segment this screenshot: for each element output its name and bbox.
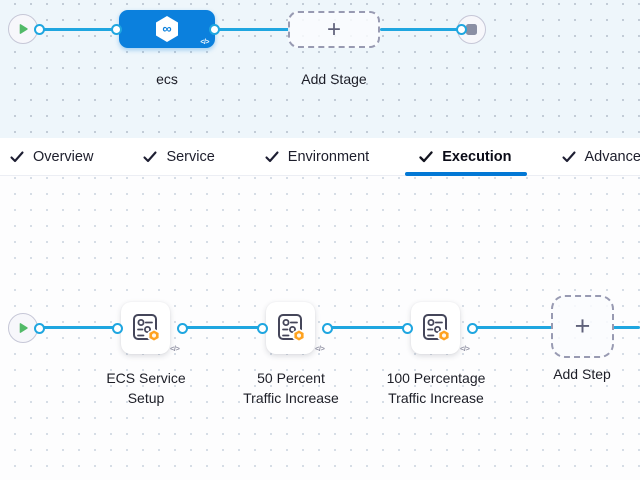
step-label-line2: Setup <box>127 390 165 406</box>
connector-port <box>321 322 333 334</box>
service-config-sliders-icon <box>276 312 306 344</box>
step-label: ECS Service Setup <box>71 368 221 408</box>
connector-port <box>33 322 45 334</box>
infinity-glyph: ∞ <box>162 21 171 36</box>
step-label-line1: 50 Percent <box>257 370 325 386</box>
connector-port <box>401 322 413 334</box>
service-config-sliders-icon <box>131 312 161 344</box>
harness-infinity-hexagon-icon: ∞ <box>154 15 180 43</box>
tab-label: Service <box>166 148 215 165</box>
plus-icon: + <box>326 15 341 43</box>
add-stage-button[interactable]: + <box>288 11 380 48</box>
edge-start-to-stage <box>38 28 118 31</box>
tab-label: Execution <box>442 148 512 165</box>
aws-orange-hexagon-badge <box>437 328 450 343</box>
step-yaml-toggle-icon[interactable]: </> <box>315 344 325 353</box>
connector-port <box>256 322 268 334</box>
tab-label: Advanced <box>584 148 640 165</box>
aws-orange-hexagon-badge <box>147 328 160 343</box>
aws-orange-hexagon-badge <box>292 328 305 343</box>
stage-node-ecs[interactable]: ∞ </> <box>119 10 215 48</box>
step-label-line1: 100 Percentage <box>386 370 486 386</box>
edge <box>472 326 552 329</box>
plus-icon: + <box>574 311 591 341</box>
add-stage-label: Add Stage <box>301 71 367 87</box>
step-label-line1: ECS Service <box>106 370 186 386</box>
step-yaml-toggle-icon[interactable]: </> <box>460 344 470 353</box>
edge <box>613 326 640 329</box>
pipeline-start-node[interactable] <box>8 14 38 44</box>
execution-start-node[interactable] <box>8 313 38 343</box>
edge-stage-to-addstage <box>214 28 290 31</box>
execution-graph-canvas[interactable]: </> ECS Service Setup </> 50 Percent <box>0 176 640 480</box>
stage-graph-canvas[interactable]: ∞ </> ecs + Add Stage <box>0 0 640 138</box>
check-icon <box>561 150 576 163</box>
add-step-label: Add Step <box>553 366 611 382</box>
tab-label: Overview <box>33 148 94 165</box>
step-yaml-toggle-icon[interactable]: </> <box>170 344 180 353</box>
play-icon <box>17 322 29 334</box>
connector-port <box>466 322 478 334</box>
service-config-sliders-icon <box>421 312 451 344</box>
active-tab-underline <box>405 172 527 176</box>
check-icon <box>10 150 24 163</box>
tab-environment[interactable]: Environment <box>265 138 369 176</box>
check-icon <box>143 150 157 163</box>
step-node-ecs-service-setup[interactable] <box>121 302 170 354</box>
add-step-button[interactable]: + <box>551 295 614 358</box>
connector-port <box>455 24 467 35</box>
edge <box>327 326 409 329</box>
check-icon <box>419 150 433 163</box>
step-node-100-percentage-traffic-increase[interactable] <box>411 302 460 354</box>
step-label: 100 Percentage Traffic Increase <box>361 368 511 408</box>
connector-port <box>111 322 123 334</box>
check-icon <box>265 150 279 163</box>
stage-tab-bar: Overview Service Environment Execution A… <box>0 138 640 176</box>
connector-port <box>110 24 122 35</box>
stage-label: ecs <box>156 71 178 87</box>
edge <box>182 326 264 329</box>
step-label-line2: Traffic Increase <box>243 390 339 406</box>
step-label: 50 Percent Traffic Increase <box>216 368 366 408</box>
tab-service[interactable]: Service <box>143 138 215 176</box>
tab-label: Environment <box>287 148 370 165</box>
step-node-50-percent-traffic-increase[interactable] <box>266 302 315 354</box>
tab-advanced[interactable]: Advanced <box>561 138 640 176</box>
connector-port <box>208 24 220 35</box>
stage-yaml-toggle-icon[interactable]: </> <box>200 39 209 46</box>
tab-overview[interactable]: Overview <box>10 138 93 176</box>
connector-port <box>33 24 45 35</box>
step-label-line2: Traffic Increase <box>388 390 484 406</box>
tab-execution[interactable]: Execution <box>405 138 527 176</box>
play-icon <box>17 23 29 35</box>
stop-icon <box>466 24 477 35</box>
connector-port <box>176 322 188 334</box>
edge-addstage-to-end <box>380 28 458 31</box>
edge <box>38 326 119 329</box>
